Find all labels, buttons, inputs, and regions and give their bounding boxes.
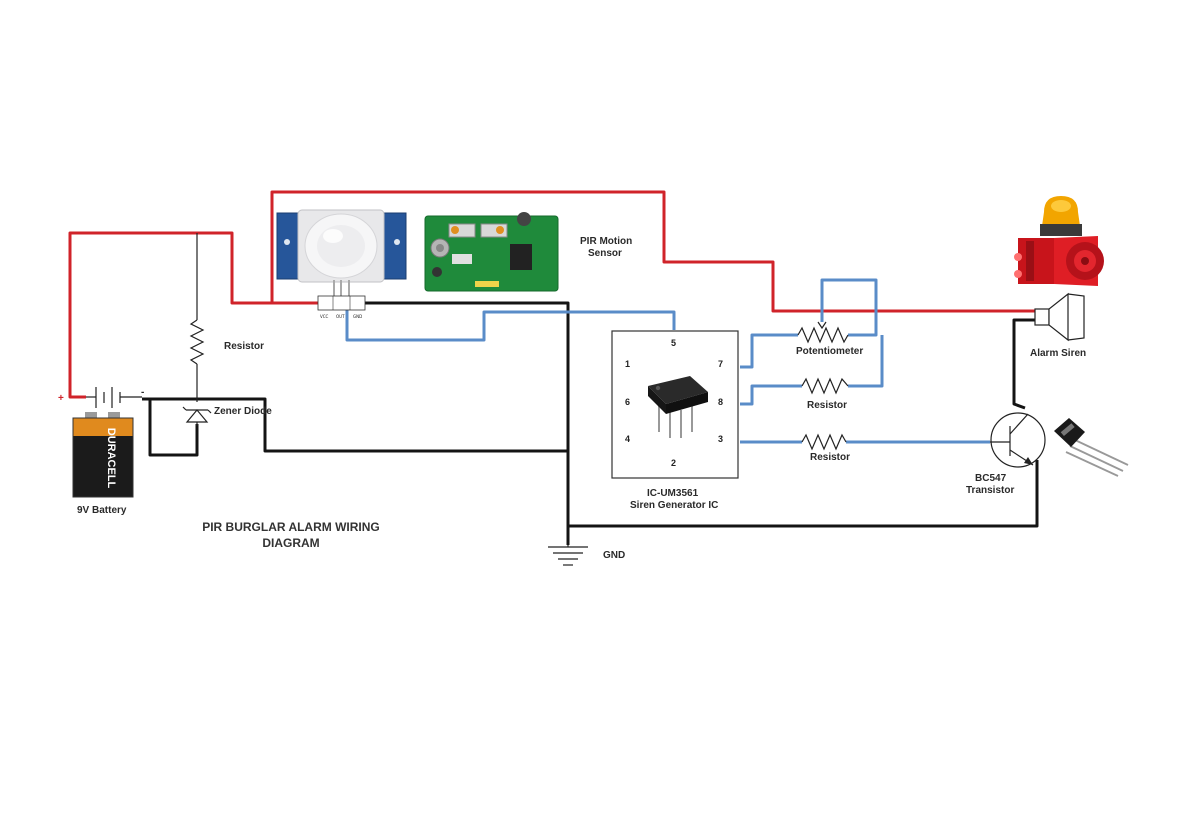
speaker-symbol xyxy=(1034,292,1085,342)
ic-desc-label: Siren Generator IC xyxy=(630,500,718,511)
transistor-label-line2: Transistor xyxy=(966,485,1014,496)
battery-image: DURACELL xyxy=(72,412,134,498)
diagram-title-line1: PIR BURGLAR ALARM WIRING xyxy=(202,520,380,534)
pir-pin-vcc: VCC xyxy=(320,314,329,319)
ground-symbol xyxy=(548,545,588,566)
pir-sensor-label-line2: Sensor xyxy=(588,248,622,259)
signal-wires xyxy=(345,278,990,444)
ic-name-label: IC-UM3561 xyxy=(647,488,699,499)
transistor-symbol xyxy=(990,412,1046,468)
ic-pin-3: 3 xyxy=(718,434,723,444)
ic-pin-6: 6 xyxy=(625,397,630,407)
potentiometer-symbol xyxy=(797,321,849,344)
potentiometer-label: Potentiometer xyxy=(796,346,863,357)
resistor-pin3-symbol xyxy=(801,433,847,451)
zener-diode-label: Zener Diode xyxy=(214,406,272,417)
battery-symbol xyxy=(86,387,142,408)
ic-pin-1: 1 xyxy=(625,359,630,369)
gnd-label: GND xyxy=(603,550,625,561)
resistor-battery-symbol xyxy=(189,233,205,402)
resistor-battery-label: Resistor xyxy=(224,341,264,352)
battery-label: 9V Battery xyxy=(77,505,127,516)
battery-brand: DURACELL xyxy=(105,428,117,489)
resistor-pin8-label: Resistor xyxy=(807,400,847,411)
ic-pin-8: 8 xyxy=(718,397,723,407)
transistor-image xyxy=(1054,418,1129,477)
ground-wires xyxy=(142,301,1039,545)
resistor-pin8-symbol xyxy=(801,377,849,395)
ic-pin-4: 4 xyxy=(625,434,630,444)
ic-pin-5: 5 xyxy=(671,338,676,348)
pir-sensor-label-line1: PIR Motion xyxy=(580,236,632,247)
ic-chip-image xyxy=(648,376,708,438)
transistor-label-line1: BC547 xyxy=(975,473,1007,484)
battery-plus-label: + xyxy=(58,393,64,404)
positive-wires xyxy=(68,190,1035,399)
alarm-siren-label: Alarm Siren xyxy=(1030,348,1086,359)
pir-pin-gnd: GND xyxy=(353,314,362,319)
pir-sensor-board xyxy=(424,212,559,292)
diagram-title-line2: DIAGRAM xyxy=(262,536,319,550)
pir-pin-out: OUT xyxy=(336,314,345,319)
zener-diode-symbol xyxy=(182,406,212,426)
resistor-pin3-label: Resistor xyxy=(810,452,850,463)
ic-pin-2: 2 xyxy=(671,458,676,468)
alarm-siren-image xyxy=(1014,196,1104,286)
pir-pin-header: VCC OUT GND xyxy=(317,280,366,319)
pir-sensor-front xyxy=(276,209,407,283)
battery-minus-label: - xyxy=(141,387,144,398)
ic-pin-7: 7 xyxy=(718,359,723,369)
